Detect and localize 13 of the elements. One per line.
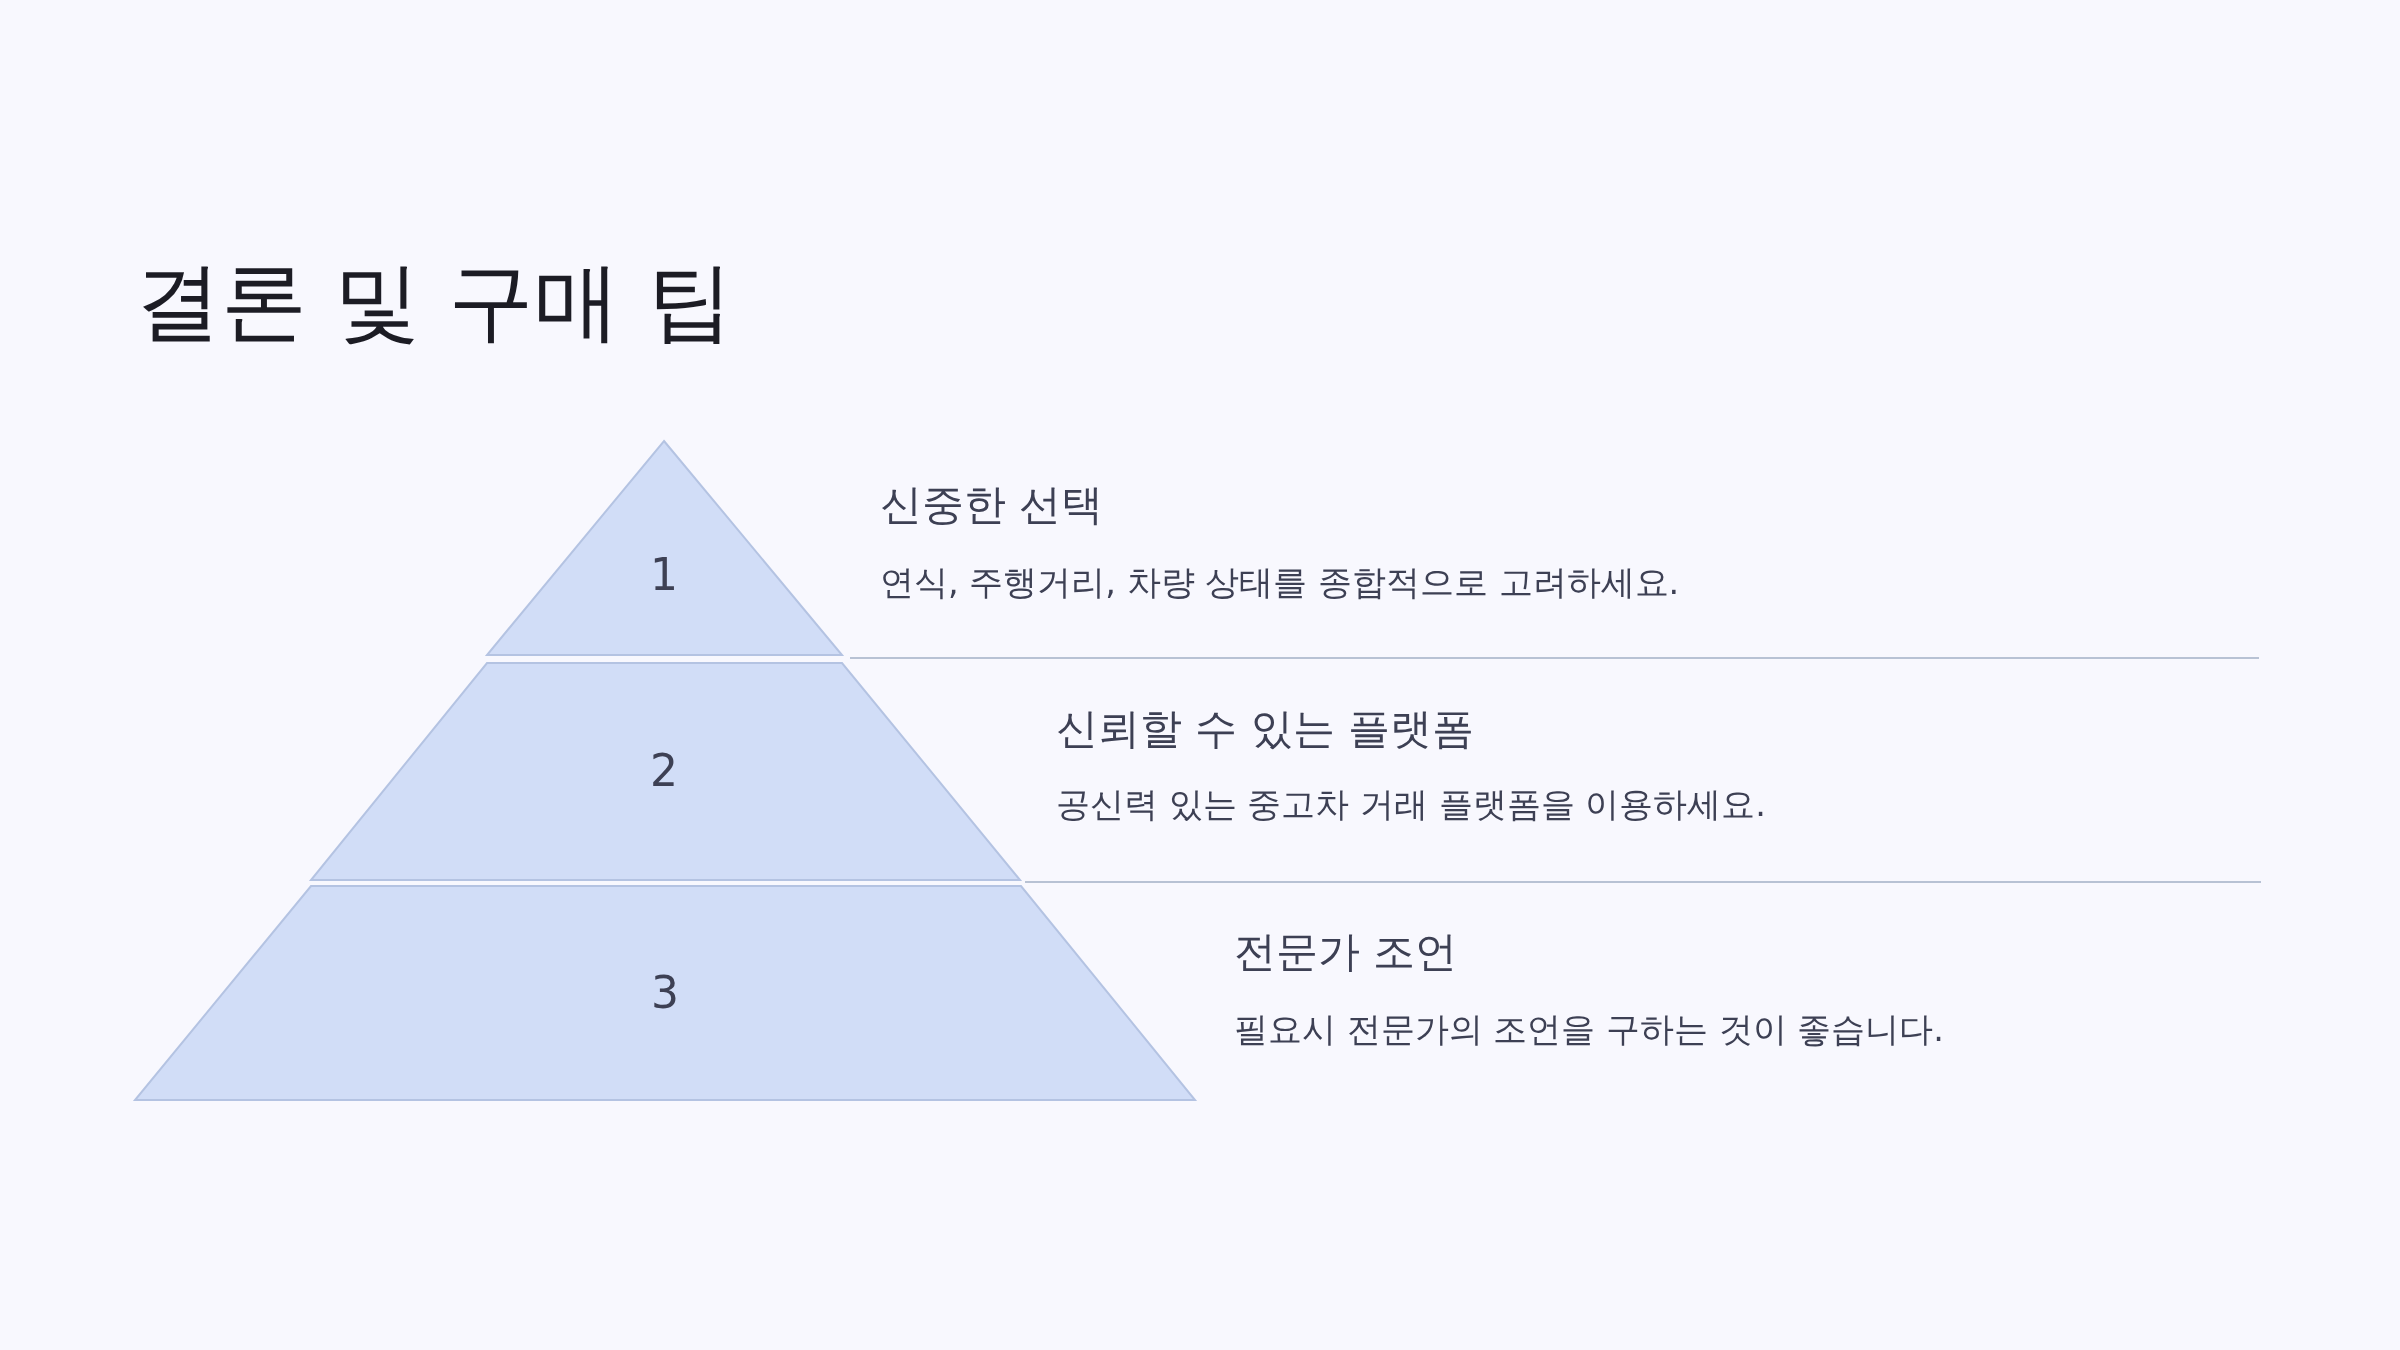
title: 결론 및 구매 팁 [135,250,733,353]
pyramid-tier [487,441,842,655]
tier-number: 1 [650,549,678,601]
tier-description: 공신력 있는 중고차 거래 플랫폼을 이용하세요. [1056,784,1766,826]
tier-heading: 전문가 조언 [1234,926,1458,978]
tier-description: 필요시 전문가의 조언을 구하는 것이 좋습니다. [1234,1009,1944,1051]
tier-number: 2 [650,745,678,797]
tier-heading: 신뢰할 수 있는 플랫폼 [1056,703,1475,755]
tier-heading: 신중한 선택 [880,479,1104,531]
pyramid-tier [311,663,1020,880]
tier-number: 3 [651,967,679,1019]
tier-description: 연식, 주행거리, 차량 상태를 종합적으로 고려하세요. [880,562,1680,604]
pyramid-tier [135,886,1195,1100]
